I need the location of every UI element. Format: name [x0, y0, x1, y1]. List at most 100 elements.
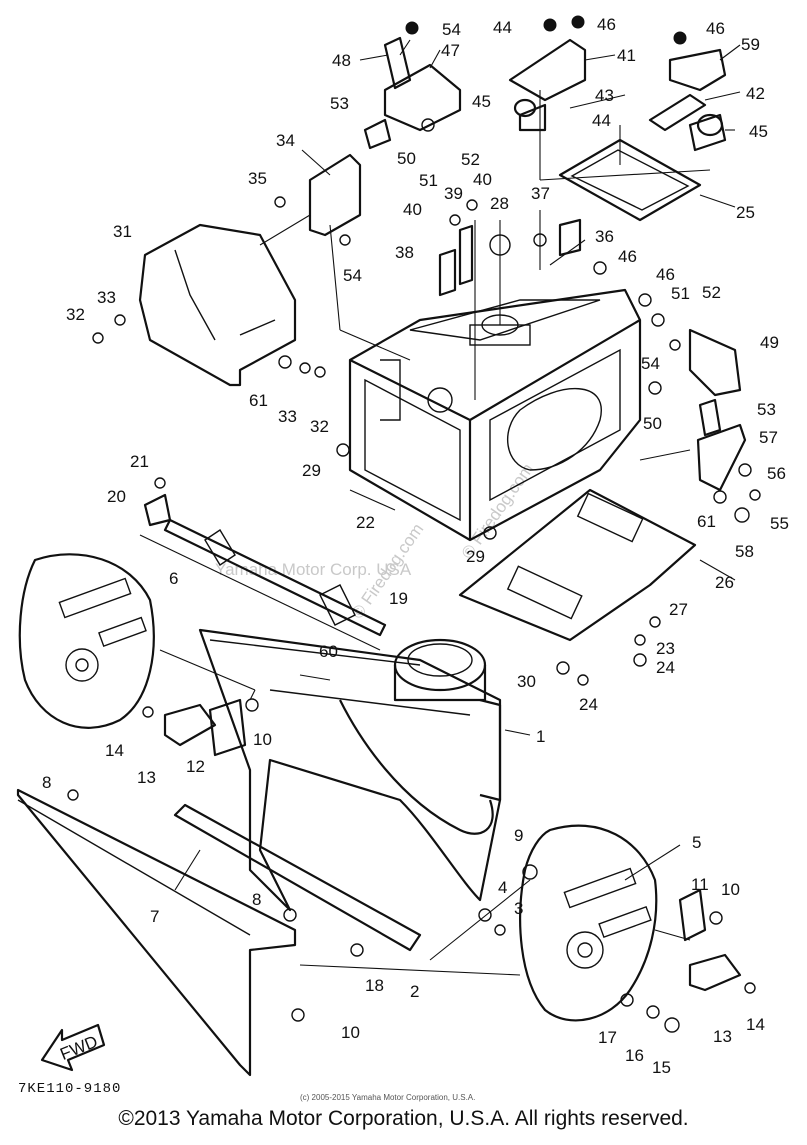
leader-lines — [139, 39, 741, 976]
callout-22: 22 — [356, 513, 375, 532]
callout-48: 48 — [332, 51, 351, 70]
callout-25: 25 — [736, 203, 755, 222]
part-19-shaft — [163, 518, 387, 637]
part-34-bracket — [308, 153, 362, 237]
callout-16: 16 — [625, 1046, 644, 1065]
callout-54: 54 — [343, 266, 362, 285]
callout-37: 37 — [531, 184, 550, 203]
callout-46: 46 — [656, 265, 675, 284]
part-5-side-plate — [519, 824, 658, 1022]
callout-46: 46 — [597, 15, 616, 34]
callout-44: 44 — [493, 18, 512, 37]
callout-50: 50 — [643, 414, 662, 433]
callout-43: 43 — [595, 86, 614, 105]
callout-8: 8 — [42, 773, 51, 792]
callout-42: 42 — [746, 84, 765, 103]
callout-14: 14 — [746, 1015, 765, 1034]
callout-50: 50 — [397, 149, 416, 168]
callout-5: 5 — [692, 833, 701, 852]
callout-9: 9 — [514, 826, 523, 845]
callout-24: 24 — [656, 658, 675, 677]
callout-29: 29 — [302, 461, 321, 480]
callout-7: 7 — [150, 907, 159, 926]
callout-8: 8 — [252, 890, 261, 909]
part-2-scraper — [173, 803, 422, 952]
callout-51: 51 — [419, 171, 438, 190]
part-49-bracket — [688, 328, 742, 397]
callout-13: 13 — [713, 1027, 732, 1046]
callout-28: 28 — [490, 194, 509, 213]
callout-53: 53 — [757, 400, 776, 419]
callout-24: 24 — [579, 695, 598, 714]
callout-60: 60 — [319, 642, 338, 661]
callout-10: 10 — [253, 730, 272, 749]
callout-54: 54 — [641, 354, 660, 373]
callout-30: 30 — [517, 672, 536, 691]
callout-15: 15 — [652, 1058, 671, 1077]
copyright-footer: ©2013 Yamaha Motor Corporation, U.S.A. A… — [118, 1107, 689, 1130]
callout-10: 10 — [341, 1023, 360, 1042]
diagram-code: 7KE110-9180 — [18, 1081, 122, 1097]
part-7-side-panel — [16, 788, 297, 1077]
callout-35: 35 — [248, 169, 267, 188]
callout-21: 21 — [130, 452, 149, 471]
forward-arrow-icon: FWD — [40, 1023, 106, 1072]
callout-3: 3 — [514, 899, 523, 918]
callout-33: 33 — [278, 407, 297, 426]
part-6-side-plate — [18, 553, 155, 729]
callout-58: 58 — [735, 542, 754, 561]
callout-33: 33 — [97, 288, 116, 307]
callout-labels: 54 48 47 44 46 41 46 59 53 45 43 42 44 4… — [42, 15, 789, 1077]
part-31-cover — [138, 223, 297, 387]
callout-41: 41 — [617, 46, 636, 65]
callout-11: 11 — [691, 875, 709, 894]
callout-44: 44 — [592, 111, 611, 130]
forward-arrow-label: FWD — [57, 1032, 100, 1064]
callout-54: 54 — [442, 20, 461, 39]
callout-61: 61 — [697, 512, 716, 531]
callout-27: 27 — [669, 600, 688, 619]
part-1-auger-housing — [198, 628, 502, 912]
part-59-bracket — [668, 48, 727, 92]
callout-45: 45 — [749, 122, 768, 141]
part-26-plate — [458, 488, 697, 642]
callout-52: 52 — [702, 283, 721, 302]
part-47-bracket — [383, 63, 462, 132]
callout-19: 19 — [389, 589, 408, 608]
callout-47: 47 — [441, 41, 460, 60]
callout-46: 46 — [706, 19, 725, 38]
callout-59: 59 — [741, 35, 760, 54]
callout-18: 18 — [365, 976, 384, 995]
callout-36: 36 — [595, 227, 614, 246]
callout-57: 57 — [759, 428, 778, 447]
callout-20: 20 — [107, 487, 126, 506]
callout-17: 17 — [598, 1028, 617, 1047]
part-25-tray — [558, 138, 702, 222]
callout-14: 14 — [105, 741, 124, 760]
callout-13: 13 — [137, 768, 156, 787]
callout-52: 52 — [461, 150, 480, 169]
callout-55: 55 — [770, 514, 789, 533]
callout-23: 23 — [656, 639, 675, 658]
callout-56: 56 — [767, 464, 786, 483]
callout-12: 12 — [186, 757, 205, 776]
callout-40: 40 — [473, 170, 492, 189]
callout-61: 61 — [249, 391, 268, 410]
callout-31: 31 — [113, 222, 132, 241]
callout-26: 26 — [715, 573, 734, 592]
callout-49: 49 — [760, 333, 779, 352]
callout-38: 38 — [395, 243, 414, 262]
callout-32: 32 — [310, 417, 329, 436]
callout-6: 6 — [169, 569, 178, 588]
callout-40: 40 — [403, 200, 422, 219]
callout-32: 32 — [66, 305, 85, 324]
callout-10: 10 — [721, 880, 740, 899]
small-copyright: (c) 2005-2015 Yamaha Motor Corporation, … — [300, 1093, 476, 1102]
callout-29: 29 — [466, 547, 485, 566]
callout-45: 45 — [472, 92, 491, 111]
callout-2: 2 — [410, 982, 419, 1001]
callout-39: 39 — [444, 184, 463, 203]
part-41-bracket — [508, 38, 587, 102]
callout-4: 4 — [498, 878, 507, 897]
